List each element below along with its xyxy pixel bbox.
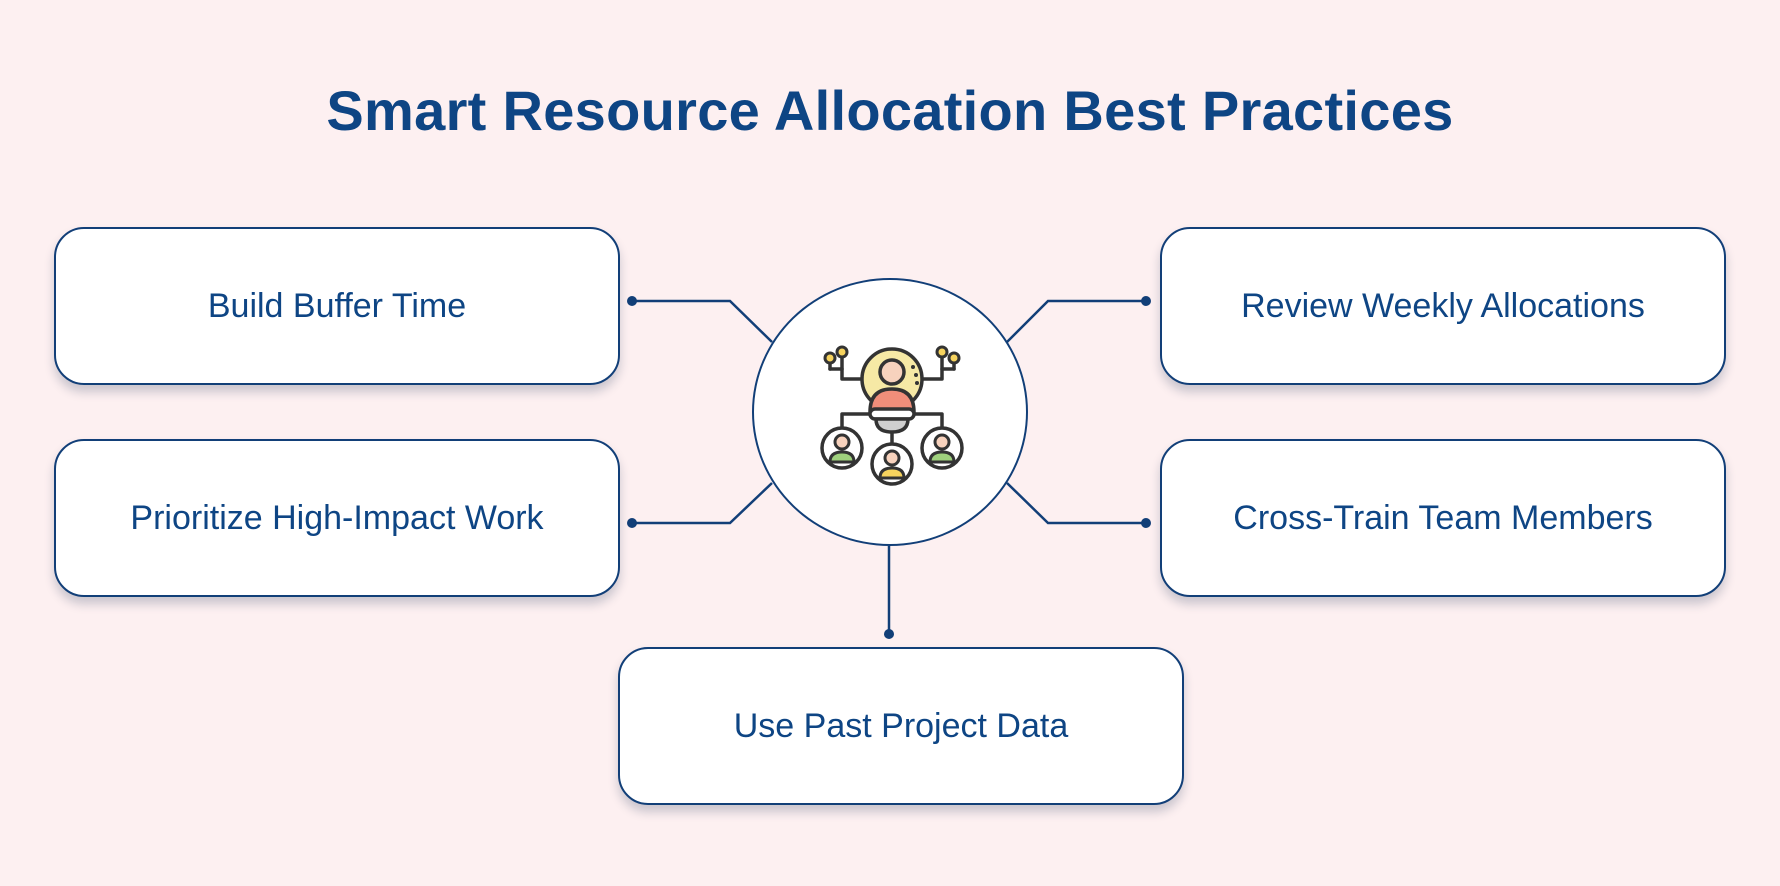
connector-build-buffer-time (632, 299, 773, 343)
connector-dot (627, 296, 637, 306)
card-label: Review Weekly Allocations (1241, 286, 1645, 325)
connector-cross-train-team-members (1006, 482, 1146, 525)
connector-dot (884, 629, 894, 639)
card-use-past-project-data: Use Past Project Data (618, 647, 1184, 805)
card-label: Prioritize High-Impact Work (130, 498, 544, 537)
connector-prioritize-high-impact-work (632, 482, 773, 525)
connector-dot (627, 518, 637, 528)
card-label: Cross-Train Team Members (1233, 498, 1653, 537)
hub-circle (752, 278, 1028, 546)
card-label: Build Buffer Time (207, 286, 467, 325)
diagram-title: Smart Resource Allocation Best Practices (326, 79, 1454, 142)
card-prioritize-high-impact-work: Prioritize High-Impact Work (54, 439, 620, 597)
card-cross-train-team-members: Cross-Train Team Members (1160, 439, 1726, 597)
connector-dot (1141, 296, 1151, 306)
card-review-weekly-allocations: Review Weekly Allocations (1160, 227, 1726, 385)
team-network-icon (820, 345, 964, 486)
connector-review-weekly-allocations (1006, 299, 1146, 343)
connector-dot (1141, 518, 1151, 528)
card-build-buffer-time: Build Buffer Time (54, 227, 620, 385)
card-label: Use Past Project Data (733, 706, 1069, 745)
